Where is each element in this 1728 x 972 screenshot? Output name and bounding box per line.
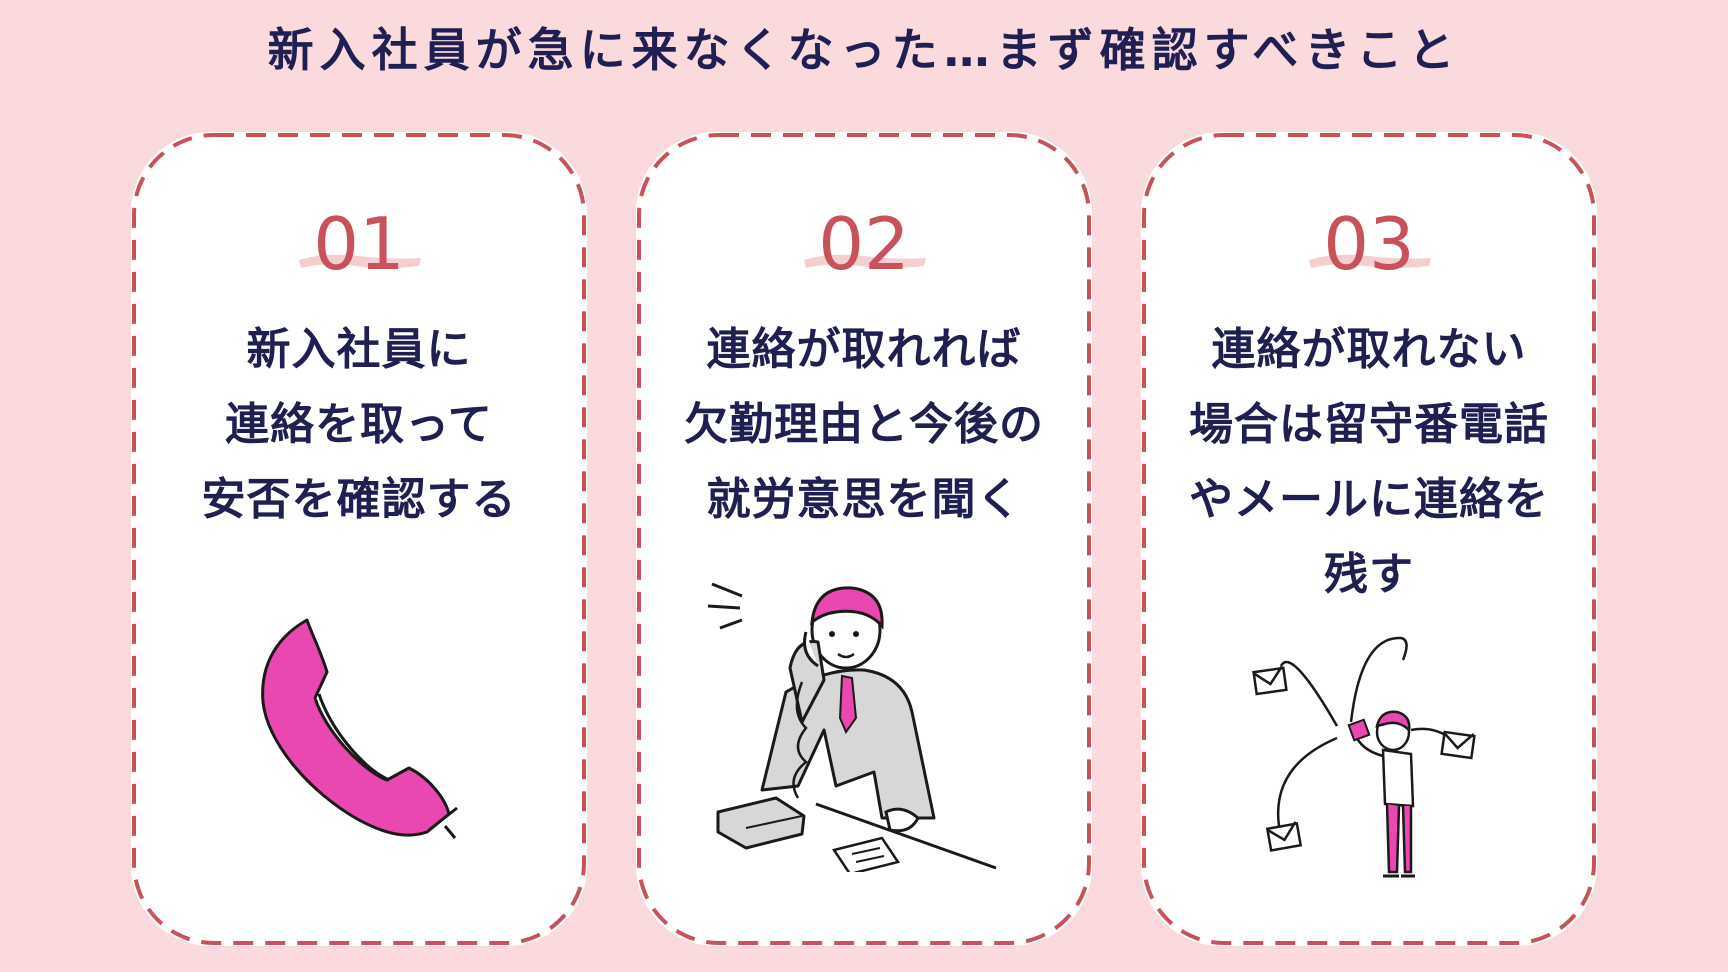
- step-text-line: 新入社員に: [246, 324, 472, 375]
- step-number: 03: [1323, 202, 1415, 286]
- page-title: 新入社員が急に来なくなった…まず確認すべきこと: [267, 23, 1461, 77]
- step-text-line: 場合は留守番電話: [1189, 399, 1549, 450]
- card-03: 03 連絡が取れない 場合は留守番電話 やメールに連絡を 残す: [1141, 132, 1597, 946]
- step-text-line: 連絡が取れない: [1211, 324, 1527, 375]
- step-text-line: 連絡を取って: [225, 399, 493, 450]
- businessman-on-phone-illustration: [707, 582, 997, 872]
- card-01: 01 新入社員に 連絡を取って 安否を確認する: [131, 132, 587, 946]
- card-02: 02 連絡が取れれば 欠勤理由と今後の 就労意思を聞く: [636, 132, 1092, 946]
- person-sending-mail-illustration: [1252, 636, 1476, 878]
- step-text-line: 就労意思を聞く: [706, 474, 1022, 525]
- step-text: 連絡が取れれば 欠勤理由と今後の 就労意思を聞く: [636, 312, 1092, 537]
- step-text-line: やメールに連絡を: [1189, 474, 1549, 525]
- step-text: 新入社員に 連絡を取って 安否を確認する: [131, 312, 587, 537]
- step-text: 連絡が取れない 場合は留守番電話 やメールに連絡を 残す: [1141, 312, 1597, 612]
- step-number: 01: [313, 202, 405, 286]
- step-text-line: 残す: [1324, 549, 1414, 600]
- step-number: 02: [818, 202, 910, 286]
- step-text-line: 連絡が取れれば: [706, 324, 1022, 375]
- step-text-line: 欠勤理由と今後の: [684, 399, 1044, 450]
- step-text-line: 安否を確認する: [201, 474, 517, 525]
- telephone-handset-icon: [261, 618, 458, 839]
